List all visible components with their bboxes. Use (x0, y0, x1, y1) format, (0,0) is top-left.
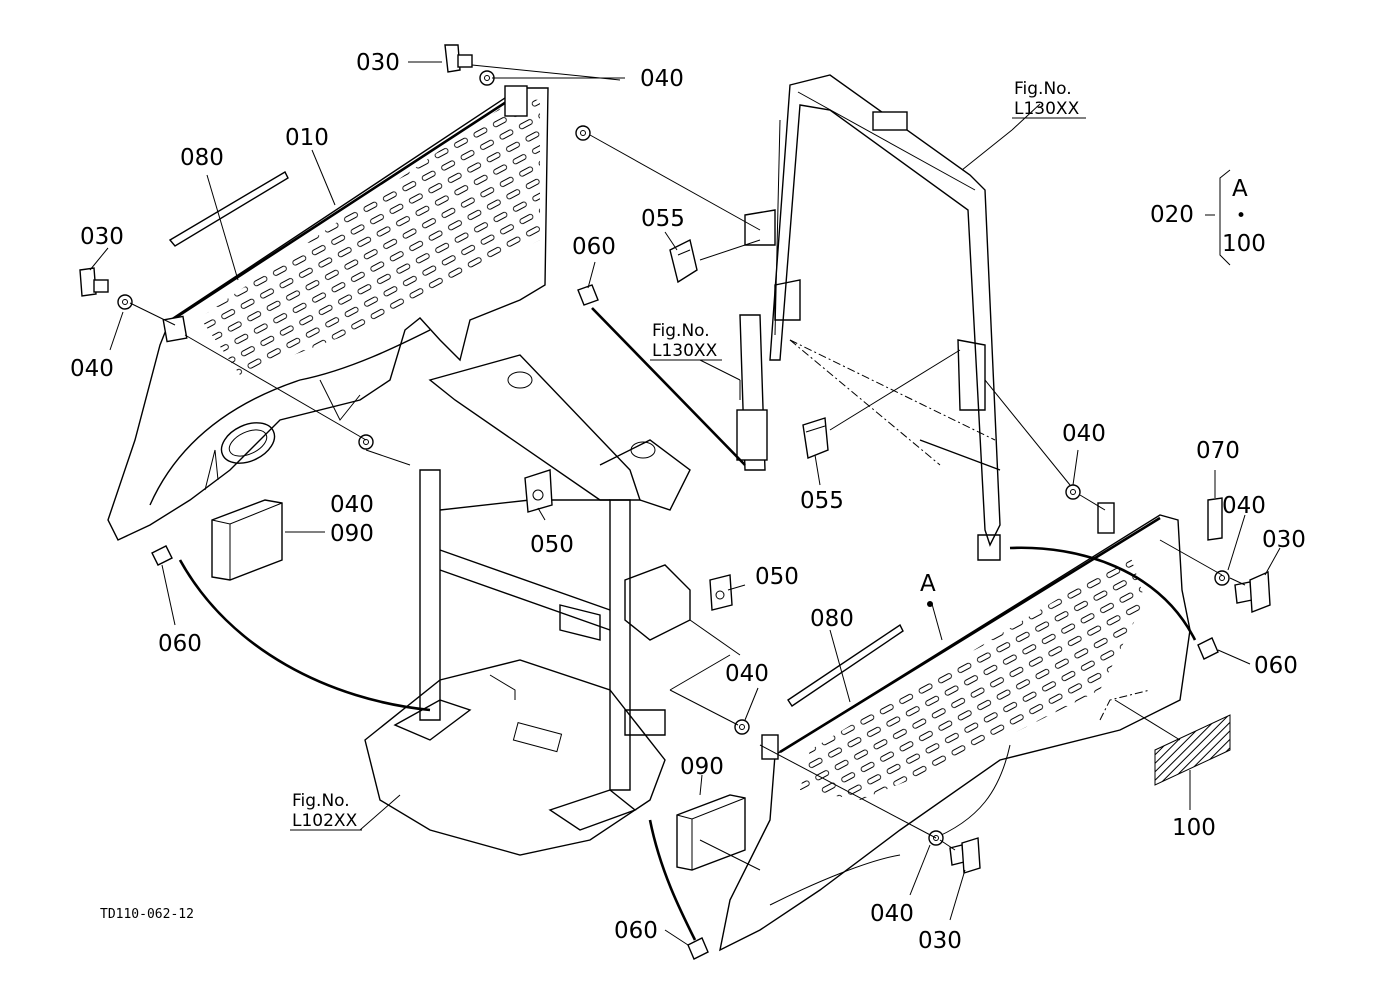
left-side-cover (107, 85, 549, 541)
callout-050-left: 050 (530, 532, 574, 558)
washer-040-top-a (479, 70, 495, 86)
fig-base-code: L102XX (292, 811, 358, 831)
spacer-070 (1207, 497, 1223, 541)
set-note-from: A (1232, 176, 1248, 202)
callout-060-bottom: 060 (614, 918, 658, 944)
bolt-030-bottom (949, 837, 981, 874)
rubber-strip-080-left (168, 171, 289, 247)
callout-080-right: 080 (810, 606, 854, 632)
washer-040-right (1065, 484, 1081, 500)
marker-a-label: A (920, 571, 936, 597)
callout-080-left: 080 (180, 145, 224, 171)
diagram-id: TD110-062-12 (100, 907, 194, 922)
callout-060-left: 060 (158, 631, 202, 657)
set-bracket (1219, 169, 1231, 266)
foam-block-090-low (676, 794, 746, 871)
washer-040-top-b (575, 125, 591, 141)
callout-040-low: 040 (725, 661, 769, 687)
foam-block-090-left (211, 499, 283, 581)
fig-top-label: Fig.No. (1014, 79, 1072, 99)
fig-mid-label: Fig.No. (652, 321, 710, 341)
bolt-030-left (79, 267, 109, 297)
callout-040-top: 040 (640, 66, 684, 92)
callout-060-top: 060 (572, 234, 616, 260)
callout-040-mid: 040 (330, 492, 374, 518)
callout-090-left: 090 (330, 521, 374, 547)
callout-090-low: 090 (680, 754, 724, 780)
callout-060-right: 060 (1254, 653, 1298, 679)
bracket-050-right (709, 574, 733, 611)
latch-055-mid (802, 417, 829, 459)
center-frame (364, 354, 691, 856)
leader-lines (89, 61, 1281, 946)
callout-040-bottom: 040 (870, 901, 914, 927)
marker-a-dot (927, 601, 933, 607)
callout-010: 010 (285, 125, 329, 151)
washer-040-low (734, 719, 750, 735)
callout-100: 100 (1172, 815, 1216, 841)
figure-references: Fig.No. L130XX Fig.No. L130XX Fig.No. L1… (292, 79, 1080, 831)
set-note-dot: • (1236, 206, 1246, 226)
pin-060-right (1197, 637, 1219, 660)
label-100 (1154, 714, 1231, 786)
callout-070: 070 (1196, 438, 1240, 464)
fig-base-label: Fig.No. (292, 791, 350, 811)
washer-040-right2 (1214, 570, 1230, 586)
callout-030-bottom: 030 (918, 928, 962, 954)
washer-040-left (117, 294, 133, 310)
fig-top-code: L130XX (1014, 99, 1080, 119)
right-side-cover (719, 502, 1191, 952)
bolt-030-right (1234, 570, 1271, 613)
pin-060-top (577, 284, 599, 306)
callout-labels: 030 040 080 010 030 040 060 055 040 090 … (70, 50, 1306, 954)
set-note-number: 020 (1150, 202, 1194, 228)
set-note-to: 100 (1222, 231, 1266, 257)
callout-040-left: 040 (70, 356, 114, 382)
callout-040-right2: 040 (1222, 493, 1266, 519)
bracket-050-left (524, 469, 553, 513)
callout-040-right: 040 (1062, 421, 1106, 447)
pin-060-left (151, 545, 173, 566)
assembly-lines (129, 64, 1246, 941)
callout-055-top: 055 (641, 206, 685, 232)
callout-050-right: 050 (755, 564, 799, 590)
fig-mid-code: L130XX (652, 341, 718, 361)
callout-030-left: 030 (80, 224, 124, 250)
callout-030-right: 030 (1262, 527, 1306, 553)
callout-030-top: 030 (356, 50, 400, 76)
pin-060-bottom (687, 937, 709, 960)
callout-055-mid: 055 (800, 488, 844, 514)
rubber-strip-080-right (787, 623, 904, 707)
set-note: 020 A • 100 (1150, 176, 1266, 257)
bolt-030-top (444, 44, 473, 73)
latch-055-top (669, 238, 698, 284)
rear-frame (736, 74, 1001, 561)
